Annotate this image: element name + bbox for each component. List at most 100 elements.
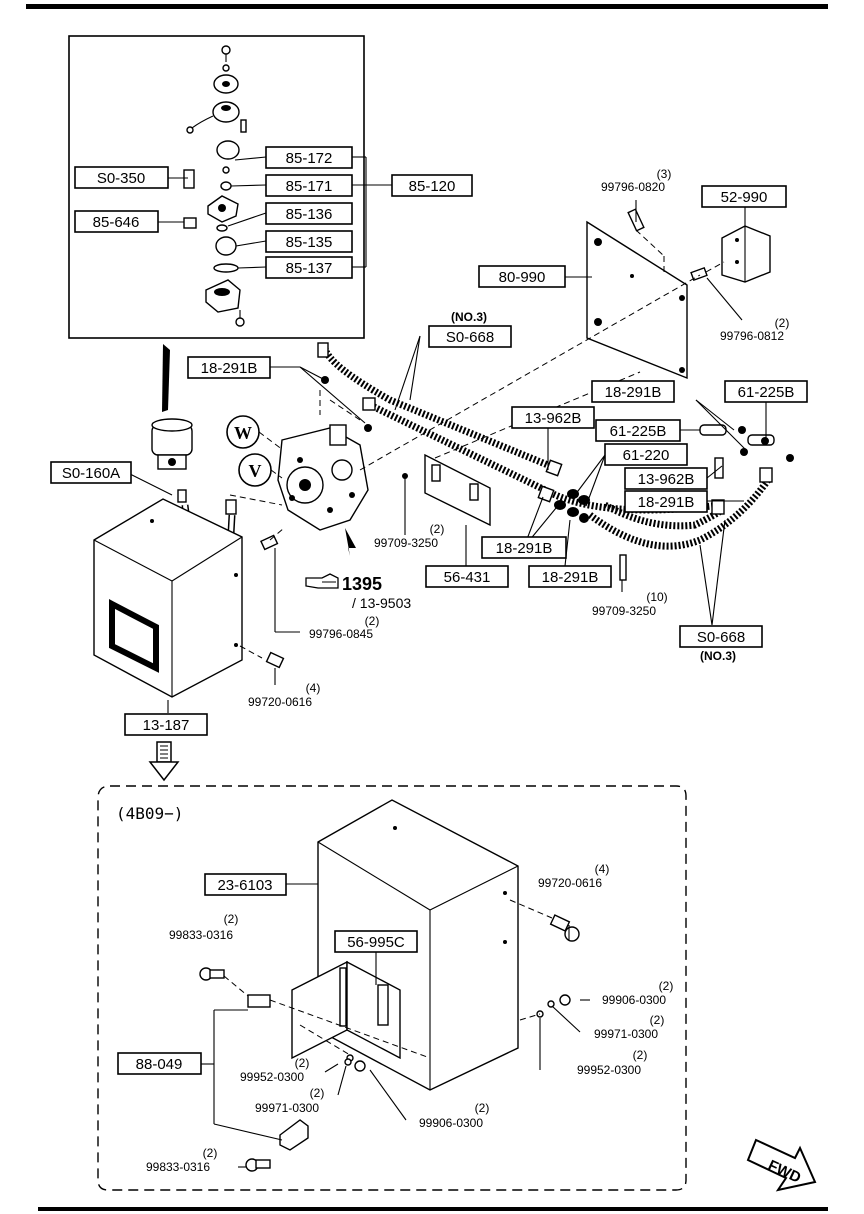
pn-99709-3250-b: 99709-3250 bbox=[592, 604, 656, 618]
pn-99952-0300-b: 99952-0300 bbox=[240, 1070, 304, 1084]
svg-text:18-291B: 18-291B bbox=[605, 384, 662, 401]
svg-text:18-291B: 18-291B bbox=[638, 494, 695, 511]
shield-56-431 bbox=[402, 453, 491, 527]
callout-85-172: 85-172 bbox=[265, 146, 353, 169]
note-no3-a: (NO.3) bbox=[451, 310, 487, 324]
svg-text:61-225B: 61-225B bbox=[738, 384, 795, 401]
qty-99906-0300-a: (2) bbox=[659, 979, 674, 993]
svg-text:23-6103: 23-6103 bbox=[217, 877, 272, 894]
callout-18-291B-a: 18-291B bbox=[187, 356, 271, 379]
pn-99833-0316-a: 99833-0316 bbox=[169, 928, 233, 942]
inset-pointer bbox=[162, 344, 170, 412]
callout-85-646: 85-646 bbox=[74, 210, 159, 233]
callout-61-225B-a: 61-225B bbox=[724, 380, 808, 403]
qty-99796-0820: (3) bbox=[657, 167, 672, 181]
svg-text:85-136: 85-136 bbox=[286, 206, 333, 223]
svg-text:85-120: 85-120 bbox=[409, 178, 456, 195]
lower-dashed-leaders bbox=[223, 899, 553, 1059]
down-arrow-icon bbox=[148, 741, 180, 782]
pn-99720-0616-b: 99720-0616 bbox=[538, 876, 602, 890]
part-numbers: (3) 99796-0820 (2) 99796-0812 (2) 99709-… bbox=[146, 167, 789, 1174]
svg-text:56-995C: 56-995C bbox=[347, 934, 405, 951]
bottom-rule bbox=[38, 1207, 828, 1211]
svg-text:13-187: 13-187 bbox=[143, 717, 190, 734]
callout-S0-668-b: S0-668 bbox=[679, 625, 763, 648]
note-no3-b: (NO.3) bbox=[700, 649, 736, 663]
callout-S0-160A: S0-160A bbox=[50, 461, 132, 484]
qty-99720-0616-b: (4) bbox=[595, 862, 610, 876]
pointing-hand-icon bbox=[305, 573, 339, 589]
mark-v: V bbox=[249, 461, 262, 481]
callout-56-995C: 56-995C bbox=[334, 930, 418, 953]
svg-text:S0-668: S0-668 bbox=[446, 329, 494, 346]
bolt-99720-0616 bbox=[265, 651, 285, 669]
callout-88-049: 88-049 bbox=[117, 1052, 202, 1075]
qty-99971-0300-a: (2) bbox=[650, 1013, 665, 1027]
callout-18-291B-d: 18-291B bbox=[481, 536, 567, 559]
pn-99906-0300-b: 99906-0300 bbox=[419, 1116, 483, 1130]
svg-text:61-225B: 61-225B bbox=[610, 423, 667, 440]
svg-text:88-049: 88-049 bbox=[136, 1056, 183, 1073]
bolt-99709-3250 bbox=[619, 554, 627, 581]
ref-arrow bbox=[345, 528, 356, 556]
callout-23-6103: 23-6103 bbox=[204, 873, 287, 896]
svg-text:85-137: 85-137 bbox=[286, 260, 333, 277]
fwd-arrow-icon: FWD bbox=[746, 1138, 817, 1192]
mark-w: W bbox=[234, 423, 252, 443]
qty-99971-0300-b: (2) bbox=[310, 1086, 325, 1100]
svg-text:S0-668: S0-668 bbox=[697, 629, 745, 646]
ref-1395: 1395 bbox=[342, 574, 382, 594]
notes: (NO.3) (NO.3) W V 1395 / 13-9503 (4B09−) bbox=[116, 310, 736, 823]
callout-18-291B-b: 18-291B bbox=[591, 380, 675, 403]
callout-85-135: 85-135 bbox=[265, 230, 353, 253]
callout-85-120: 85-120 bbox=[391, 174, 473, 197]
pn-99709-3250-a: 99709-3250 bbox=[374, 536, 438, 550]
bracket-52-990 bbox=[690, 225, 771, 283]
box-leaders bbox=[127, 200, 767, 1168]
svg-text:85-171: 85-171 bbox=[286, 178, 333, 195]
pn-99796-0845: 99796-0845 bbox=[309, 627, 373, 641]
callout-85-136: 85-136 bbox=[265, 202, 353, 225]
svg-text:80-990: 80-990 bbox=[499, 269, 546, 286]
pn-99833-0316-b: 99833-0316 bbox=[146, 1160, 210, 1174]
variant-label: (4B09−) bbox=[116, 804, 183, 823]
callout-13-962B-b: 13-962B bbox=[624, 467, 708, 490]
qty-99709-3250-a: (2) bbox=[430, 522, 445, 536]
svg-text:56-431: 56-431 bbox=[444, 569, 491, 586]
top-rule bbox=[26, 4, 828, 9]
hoses bbox=[321, 346, 771, 550]
qty-99906-0300-b: (2) bbox=[475, 1101, 490, 1115]
svg-text:61-220: 61-220 bbox=[623, 447, 670, 464]
callout-13-187: 13-187 bbox=[124, 713, 208, 736]
qty-99833-0316-b: (2) bbox=[203, 1146, 218, 1160]
mounting-plate-80-990 bbox=[586, 208, 688, 380]
inset-frame bbox=[68, 35, 365, 339]
svg-text:13-962B: 13-962B bbox=[638, 471, 695, 488]
svg-text:85-135: 85-135 bbox=[286, 234, 333, 251]
qty-99720-0616-a: (4) bbox=[306, 681, 321, 695]
pn-99971-0300-a: 99971-0300 bbox=[594, 1027, 658, 1041]
callout-52-990: 52-990 bbox=[701, 185, 787, 208]
svg-text:85-646: 85-646 bbox=[93, 214, 140, 231]
callout-80-990: 80-990 bbox=[478, 265, 566, 288]
qty-99833-0316-a: (2) bbox=[224, 912, 239, 926]
callout-13-962B-a: 13-962B bbox=[511, 406, 595, 429]
hose-fittings bbox=[317, 342, 794, 523]
callout-S0-668-a: S0-668 bbox=[428, 325, 512, 348]
qty-99796-0812: (2) bbox=[775, 316, 790, 330]
pn-99796-0820: 99796-0820 bbox=[601, 180, 665, 194]
svg-text:S0-160A: S0-160A bbox=[62, 465, 120, 482]
bracket-13-187 bbox=[93, 498, 243, 698]
svg-text:18-291B: 18-291B bbox=[201, 360, 258, 377]
boxed-labels: 85-172 85-171 85-120 S0-350 85-646 85-13… bbox=[50, 146, 808, 1075]
pn-99952-0300-a: 99952-0300 bbox=[577, 1063, 641, 1077]
plate-88-049 bbox=[199, 914, 580, 1172]
callout-56-431: 56-431 bbox=[425, 565, 509, 588]
callout-61-225B-b: 61-225B bbox=[595, 419, 681, 442]
qty-99709-3250-b: (10) bbox=[646, 590, 667, 604]
callout-85-137: 85-137 bbox=[265, 256, 353, 279]
pn-99971-0300-b: 99971-0300 bbox=[255, 1101, 319, 1115]
svg-text:18-291B: 18-291B bbox=[496, 540, 553, 557]
callout-S0-350: S0-350 bbox=[74, 166, 169, 189]
